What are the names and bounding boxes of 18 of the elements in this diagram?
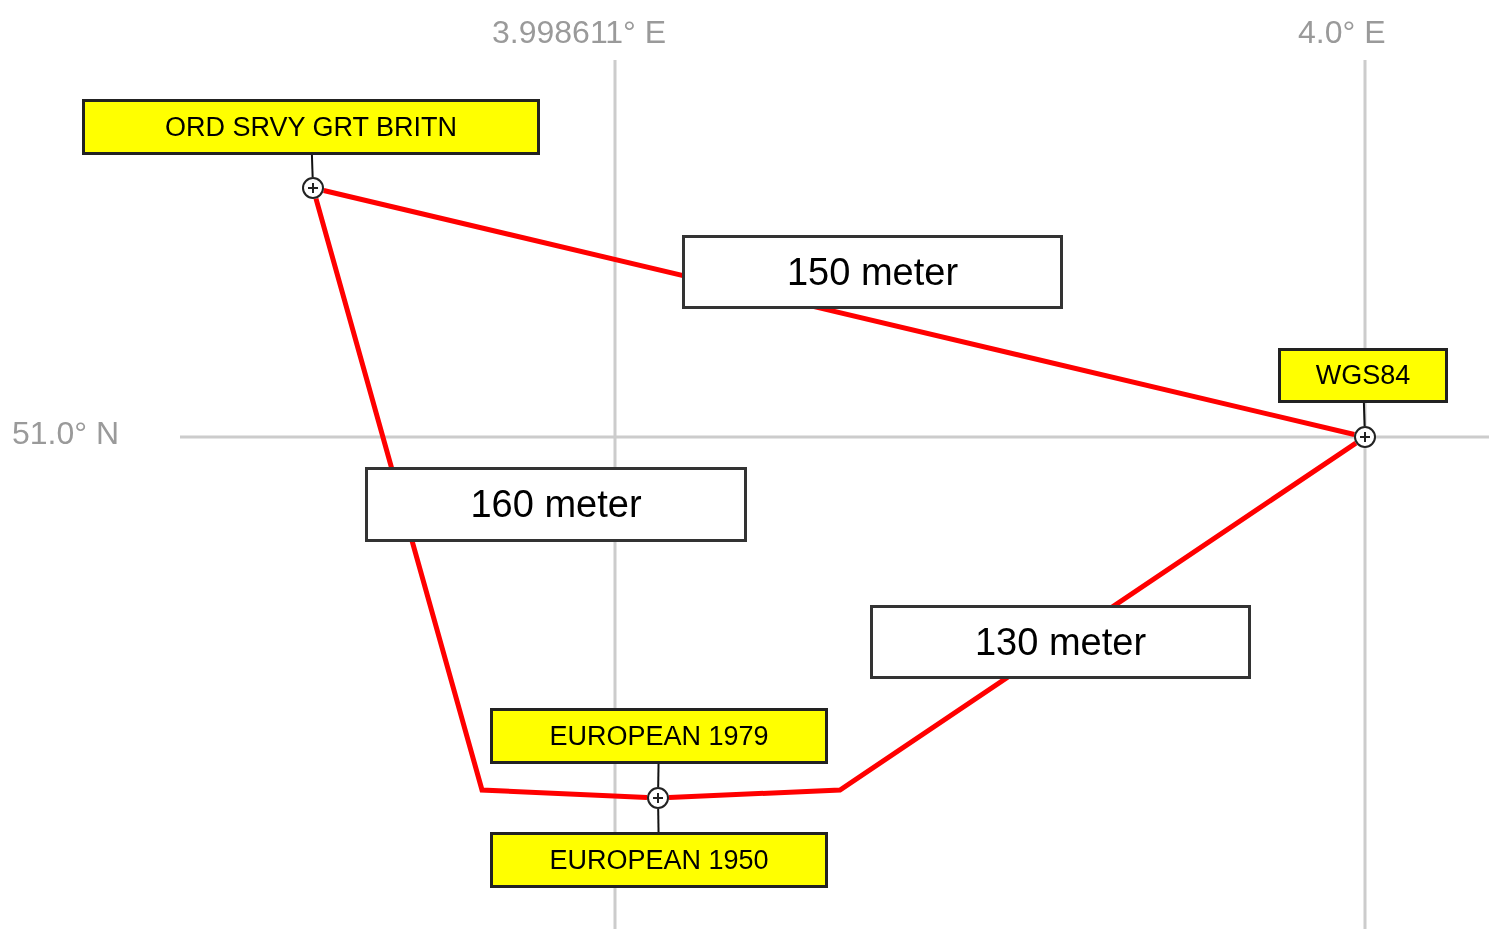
point-marker-icon <box>1353 425 1377 449</box>
edge-label: 160 meter <box>365 467 747 542</box>
leader-line <box>657 808 660 833</box>
leader-line <box>1362 402 1366 427</box>
coordinate-label: 51.0° N <box>12 415 120 452</box>
datum-label: ORD SRVY GRT BRITN <box>82 99 540 155</box>
distance-line <box>313 197 648 800</box>
coordinate-label: 3.998611° E <box>492 14 667 51</box>
datum-label: EUROPEAN 1950 <box>490 832 828 888</box>
leader-line <box>657 763 660 788</box>
point-marker-icon <box>301 176 325 200</box>
leader-line <box>310 154 314 178</box>
edge-label: 150 meter <box>682 235 1063 309</box>
point-marker-icon <box>646 786 670 810</box>
coordinate-label: 4.0° E <box>1298 14 1386 51</box>
datum-label: WGS84 <box>1278 348 1448 403</box>
edge-label: 130 meter <box>870 605 1251 679</box>
datum-label: EUROPEAN 1979 <box>490 708 828 764</box>
